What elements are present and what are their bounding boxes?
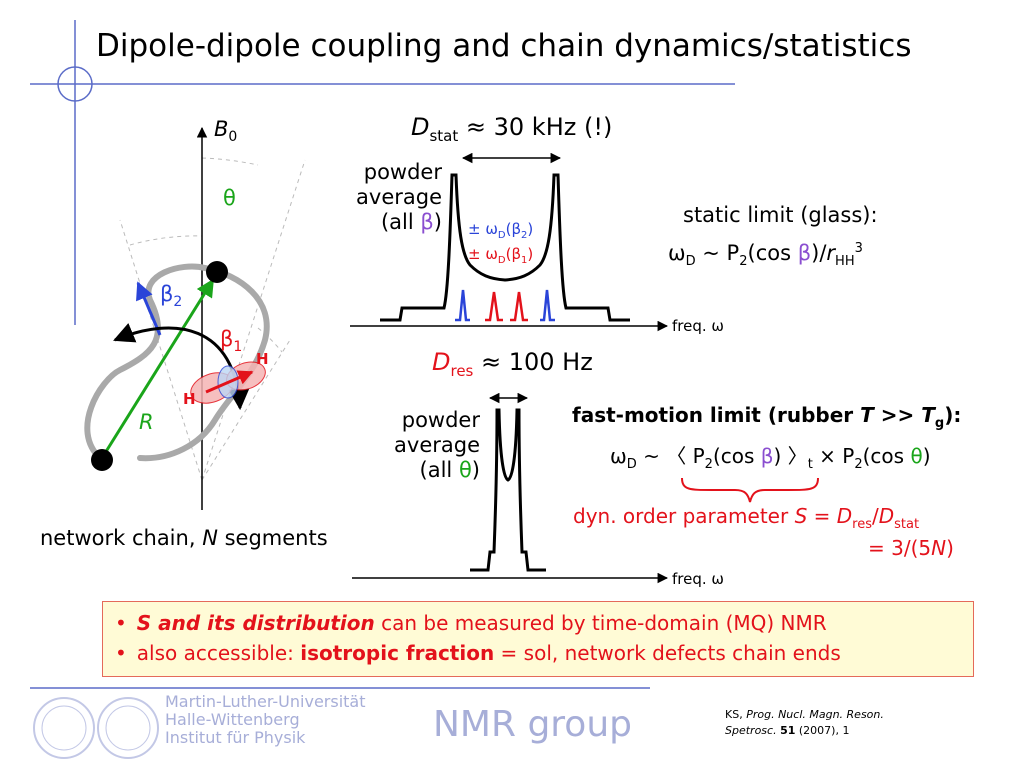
freq-axis-label-residual: freq. ω — [672, 570, 724, 588]
r-label: R — [139, 410, 154, 434]
static-limit-title: static limit (glass): — [683, 203, 878, 227]
d-stat-label: Dstat ≈ 30 kHz (!) — [411, 113, 613, 145]
powder-average-static: powder average (all β) — [356, 160, 442, 234]
beta1-label: β1 — [220, 327, 243, 356]
beta2-label: β2 — [160, 282, 183, 311]
h-label-left: H — [183, 390, 196, 408]
chain-end-bottom — [91, 449, 113, 471]
order-parameter-value: = 3/(5N) — [868, 536, 954, 560]
beta2-peaks-blue — [455, 289, 555, 322]
summary-box: •S and its distribution can be measured … — [102, 601, 974, 677]
pm-omega-beta1: ± ωD(β1) — [468, 245, 534, 266]
h-label-right: H — [256, 350, 269, 368]
hh-pair — [190, 361, 266, 404]
brace — [681, 477, 819, 503]
chain-end-top — [206, 261, 228, 283]
reference: KS, Prog. Nucl. Magn. Reson. Spetrosc. 5… — [725, 708, 884, 737]
d-res-label: Dres ≈ 100 Hz — [432, 348, 593, 380]
beta1-peaks-red — [485, 291, 528, 322]
theta-label: θ — [223, 186, 236, 210]
bullet-2: •also accessible: isotropic fraction = s… — [115, 641, 841, 665]
university-name: Martin-Luther-Universität Halle-Wittenbe… — [165, 692, 366, 747]
pm-omega-beta2: ± ωD(β2) — [468, 220, 534, 241]
pake-pattern — [380, 173, 630, 322]
static-spectrum — [350, 152, 669, 332]
page-title: Dipole-dipole coupling and chain dynamic… — [96, 28, 912, 64]
fast-motion-title: fast-motion limit (rubber T >> Tg): — [572, 403, 962, 431]
order-parameter: dyn. order parameter S = Dres/Dstat — [573, 504, 920, 532]
chain-caption: network chain, N segments — [40, 526, 328, 550]
residual-spectrum — [352, 392, 669, 584]
group-name: NMR group — [433, 704, 633, 745]
slide-decoration — [30, 20, 735, 689]
powder-average-residual: powder average (all θ) — [394, 408, 480, 482]
freq-axis-label-static: freq. ω — [672, 317, 724, 335]
static-limit-formula: ωD ~ P2(cos β)/rHH3 — [668, 241, 863, 270]
b0-label: B0 — [214, 117, 238, 146]
narrow-pake-pattern — [470, 408, 546, 572]
fast-motion-formula: ωD ~ 〈 P2(cos β) 〉t × P2(cos θ) — [610, 444, 931, 472]
bullet-1: •S and its distribution can be measured … — [115, 611, 827, 635]
chain-diagram — [84, 126, 306, 510]
university-seals — [33, 697, 159, 759]
